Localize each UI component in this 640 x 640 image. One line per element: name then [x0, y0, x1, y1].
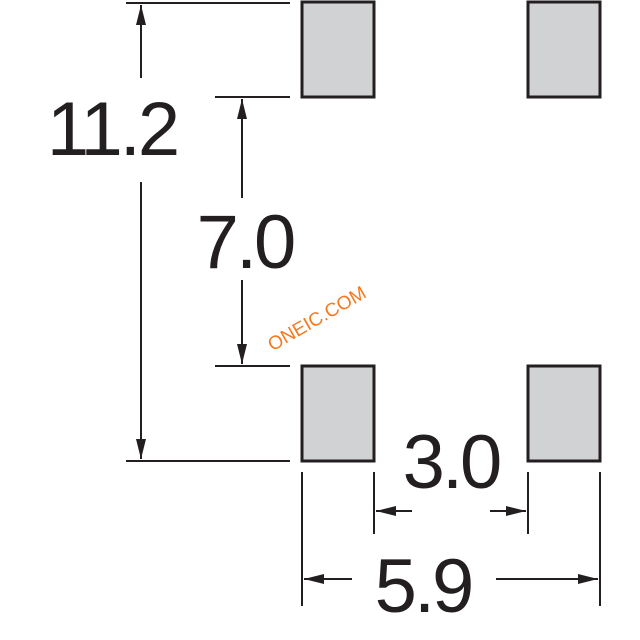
dim-label-overall-width: 5.9	[375, 544, 472, 629]
watermark-text: ONEIC.COM	[264, 283, 370, 356]
pad-bottom-left	[300, 364, 376, 463]
pad-bottom-right	[526, 364, 602, 463]
dim-label-overall-height: 11.2	[47, 87, 177, 172]
pad-top-left	[300, 0, 376, 99]
extension-lines	[126, 2, 601, 606]
dim-label-pad-gap-horizontal: 3.0	[403, 420, 500, 505]
pad-top-right	[526, 0, 602, 99]
dim-label-pad-gap-vertical: 7.0	[197, 200, 294, 285]
